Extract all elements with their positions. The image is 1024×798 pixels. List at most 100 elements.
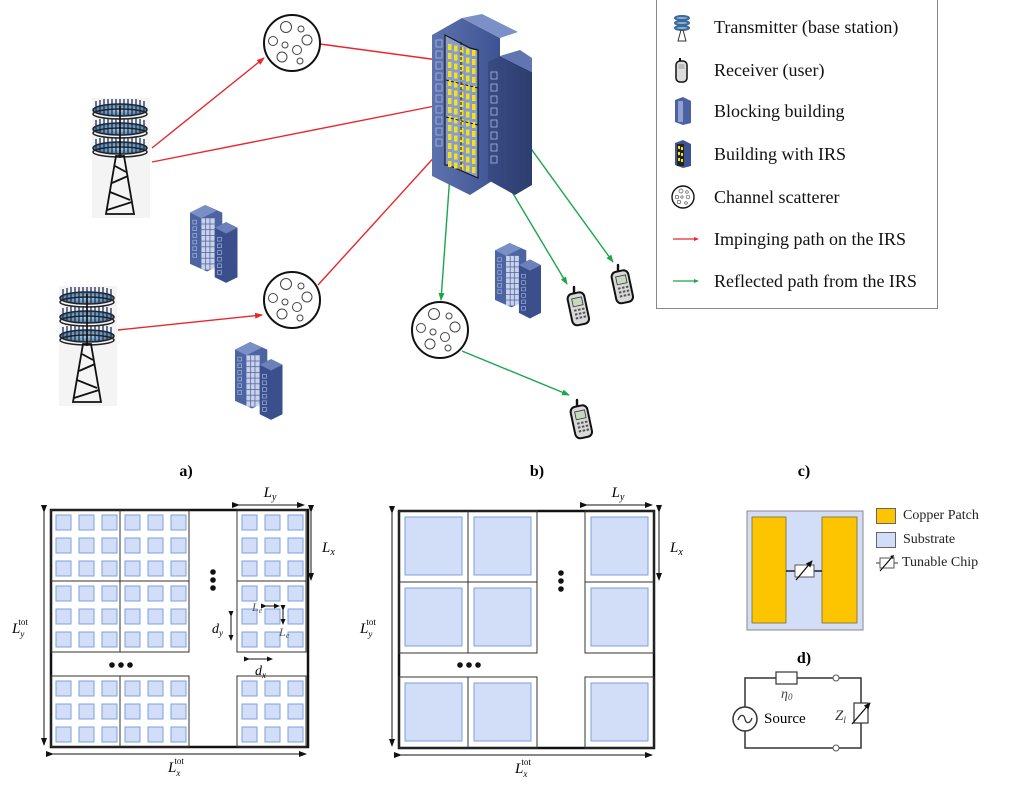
irs-element — [466, 66, 470, 73]
unit-cell — [287, 537, 304, 554]
irs-element — [448, 71, 452, 77]
irs-element — [472, 50, 476, 56]
unit-cell — [264, 560, 281, 577]
impinging-path — [317, 140, 450, 286]
unit-cell — [264, 537, 281, 554]
irs-element — [472, 131, 476, 137]
irs-element — [454, 126, 458, 133]
unit-cell — [264, 608, 281, 625]
unit-cell — [404, 682, 463, 742]
irs-element — [448, 125, 452, 131]
scatterer-icon — [671, 185, 695, 209]
svg-text:Lxtot: Lxtot — [514, 757, 531, 779]
unit-cell — [170, 631, 187, 648]
vertical-ellipsis — [558, 570, 564, 592]
irs-building — [432, 14, 532, 195]
irs-element — [454, 135, 458, 142]
unit-cell — [170, 608, 187, 625]
irs-element — [454, 90, 458, 97]
unit-cell — [124, 703, 141, 720]
unit-cell — [147, 537, 164, 554]
unit-cell — [287, 514, 304, 531]
svg-text:Le: Le — [251, 600, 263, 615]
unit-cell — [147, 514, 164, 531]
irs-element — [472, 104, 476, 110]
unit-cell — [264, 631, 281, 648]
unit-cell — [170, 680, 187, 697]
svg-text:Zl: Zl — [835, 708, 846, 725]
receiver-icon — [675, 58, 688, 83]
unit-cell — [124, 608, 141, 625]
panel-c: c) — [746, 463, 864, 631]
irs-element — [454, 81, 458, 88]
scatterer-icon — [411, 301, 469, 359]
irs-surface — [448, 44, 476, 173]
transmitter-icon — [674, 15, 690, 42]
unit-cell — [241, 514, 258, 531]
copper-patch — [821, 516, 858, 624]
unit-cell — [590, 516, 649, 576]
transmitter-icon — [91, 97, 151, 219]
irs-element — [460, 155, 464, 161]
svg-text:dx: dx — [255, 664, 266, 680]
receiver-icon — [568, 398, 595, 441]
irs-element — [454, 45, 458, 52]
unit-cell — [264, 514, 281, 531]
unit-cell — [287, 560, 304, 577]
panel-a: a) Ly Lx Lytot Lxtot dy dx Le Le — [11, 463, 335, 778]
irs-element — [448, 53, 452, 59]
unit-cell — [287, 585, 304, 602]
unit-cell — [78, 631, 95, 648]
resistor — [775, 671, 798, 685]
green-arrow-icon — [673, 279, 699, 283]
unit-cell — [101, 703, 118, 720]
irs-element — [448, 161, 452, 167]
unit-cell — [124, 585, 141, 602]
panel-b-label: b) — [530, 463, 544, 480]
unit-cell — [78, 703, 95, 720]
unit-cell — [124, 514, 141, 531]
blocking-building-icon — [494, 242, 542, 319]
tile — [584, 676, 655, 749]
tunable-chip-icon — [876, 555, 898, 572]
horizontal-ellipsis — [457, 662, 481, 668]
unit-cell — [264, 585, 281, 602]
svg-text:Lytot: Lytot — [359, 617, 376, 639]
c-legend-chip: Tunable Chip — [876, 554, 978, 572]
unit-cell — [473, 516, 532, 576]
panel-b: b) Ly Lx Lytot Lxtot — [359, 463, 683, 779]
tile — [119, 580, 190, 653]
red-arrow-icon — [673, 237, 699, 241]
c-legend-copper: Copper Patch — [876, 508, 979, 524]
impinging-path — [319, 43, 454, 65]
irs-element — [454, 63, 458, 70]
unit-cell — [124, 631, 141, 648]
irs-element — [472, 59, 476, 65]
unit-cell — [101, 680, 118, 697]
irs-element — [460, 47, 464, 53]
transmitter-icon — [58, 285, 118, 407]
irs-building-icon — [675, 140, 691, 168]
panel-b-cells — [398, 510, 655, 749]
unit-cell — [170, 560, 187, 577]
unit-cell — [78, 680, 95, 697]
unit-cell — [241, 608, 258, 625]
irs-element — [454, 108, 458, 115]
blocking-building-icon — [189, 204, 238, 284]
unit-cell — [78, 514, 95, 531]
irs-element — [448, 80, 452, 86]
unit-cell — [78, 585, 95, 602]
reflected-path — [461, 350, 570, 396]
unit-cell — [55, 703, 72, 720]
unit-cell — [590, 587, 649, 647]
panel-c-label: c) — [798, 463, 810, 480]
irs-element — [460, 137, 464, 143]
irs-element — [460, 128, 464, 134]
svg-text:Ly: Ly — [263, 485, 277, 503]
irs-element — [448, 143, 452, 149]
panel-a-cells — [50, 509, 307, 748]
irs-element — [454, 162, 458, 169]
tile — [467, 676, 538, 749]
receiver-icon — [609, 263, 636, 306]
